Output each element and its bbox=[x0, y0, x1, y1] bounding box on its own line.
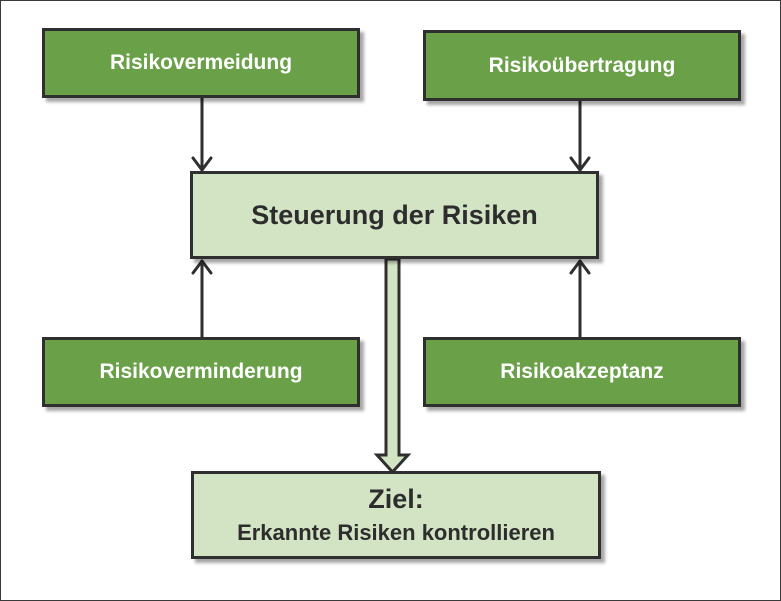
arrow-uebertragung-to-steuerung bbox=[569, 99, 591, 172]
box-risikoverminderung-label: Risikoverminderung bbox=[99, 360, 303, 383]
box-ziel-title: Ziel: bbox=[368, 484, 424, 514]
box-steuerung-label: Steuerung der Risiken bbox=[251, 199, 538, 230]
arrow-akzeptanz-to-steuerung bbox=[569, 259, 591, 339]
arrow-verminderung-to-steuerung bbox=[191, 259, 213, 339]
box-risikoakzeptanz-label: Risikoakzeptanz bbox=[500, 360, 664, 383]
box-ziel: Ziel: Erkannte Risiken kontrollieren bbox=[191, 471, 601, 559]
box-risikovermeidung: Risikovermeidung bbox=[42, 28, 360, 98]
box-risikovermeidung-label: Risikovermeidung bbox=[109, 51, 293, 74]
block-arrow-steuerung-to-ziel bbox=[373, 257, 412, 475]
box-risikoakzeptanz: Risikoakzeptanz bbox=[423, 337, 741, 407]
box-risikouebertragung-label: Risikoübertragung bbox=[488, 53, 676, 77]
box-risikoverminderung: Risikoverminderung bbox=[42, 337, 360, 407]
box-ziel-subtitle: Erkannte Risiken kontrollieren bbox=[237, 520, 555, 545]
arrow-vermeidung-to-steuerung bbox=[191, 96, 213, 172]
box-steuerung-der-risiken: Steuerung der Risiken bbox=[190, 171, 599, 259]
box-risikouebertragung: Risikoübertragung bbox=[423, 30, 741, 101]
